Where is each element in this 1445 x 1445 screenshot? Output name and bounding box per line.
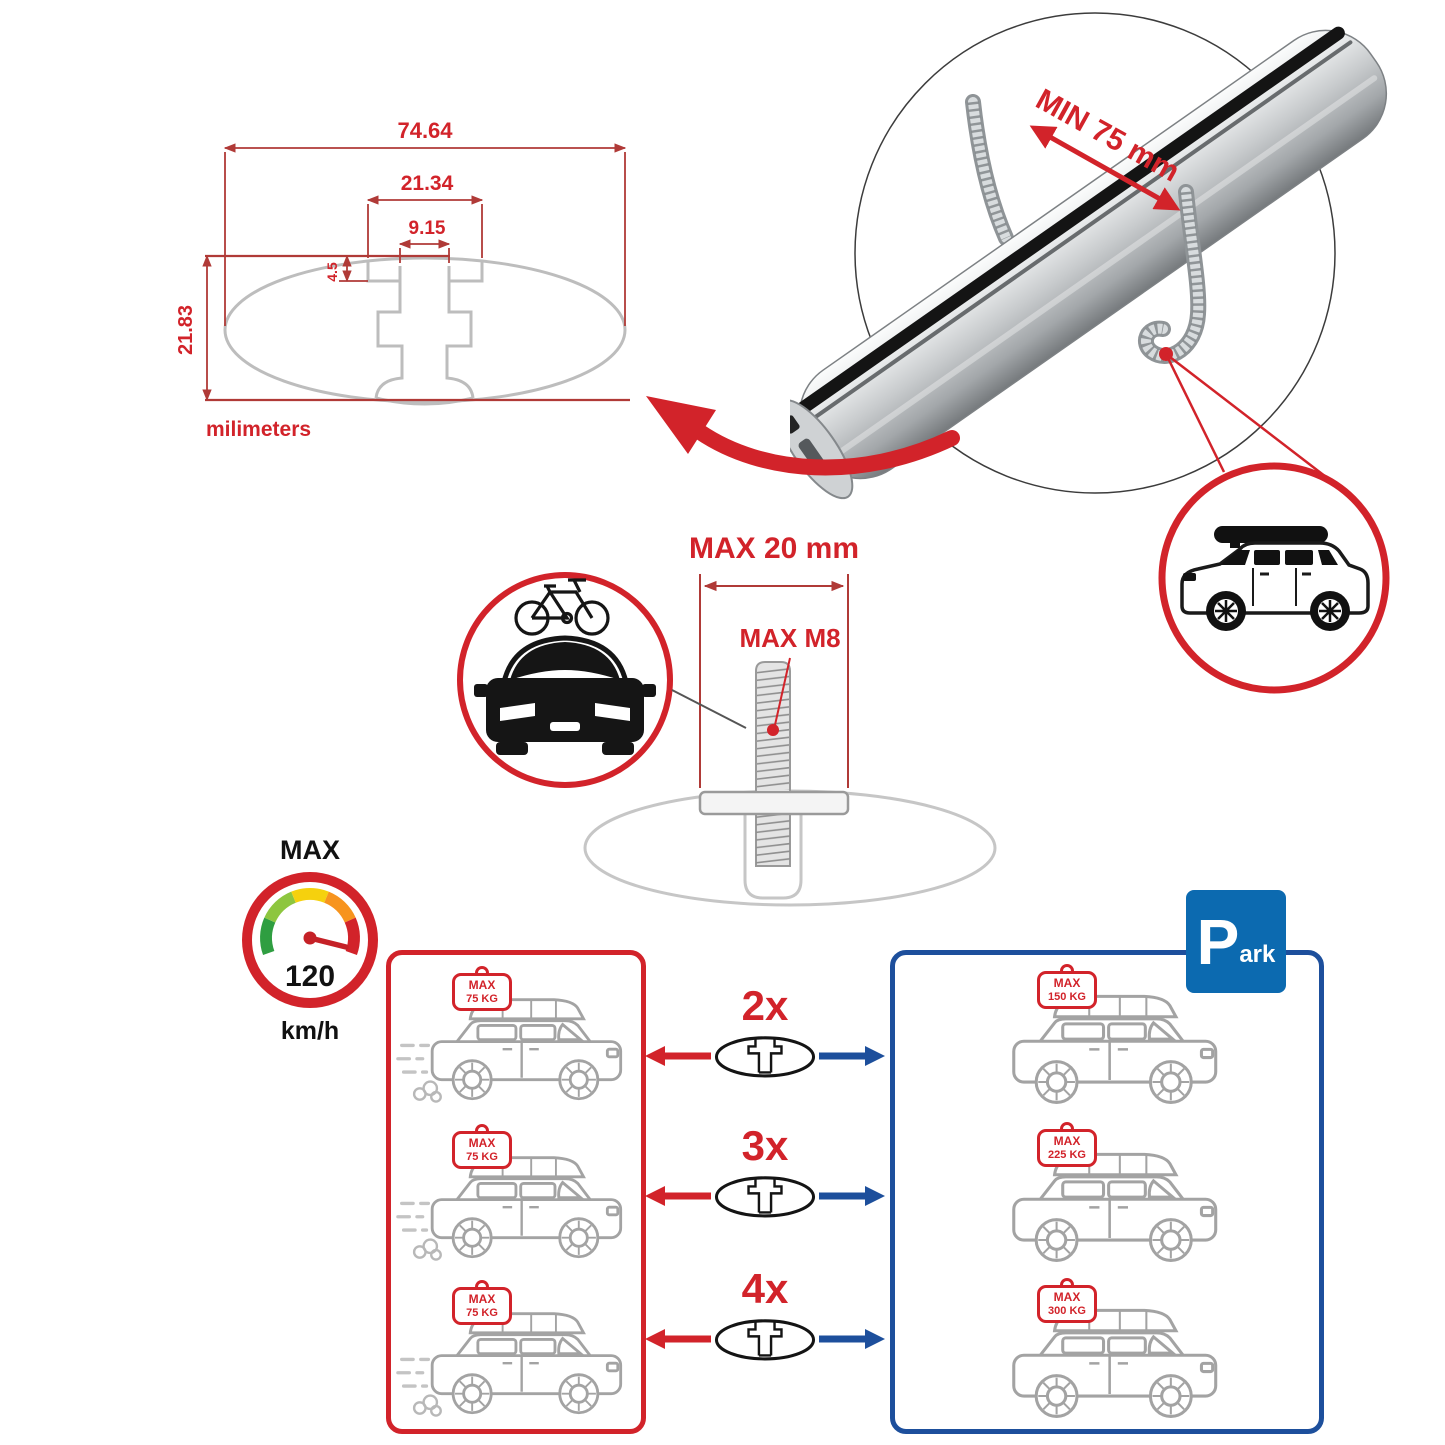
tag-hook-icon [1060, 964, 1074, 973]
multiplier-row-1: 2x [645, 985, 885, 1079]
tag-weight-label: 75 KG [466, 992, 498, 1005]
dim-units-label: milimeters [206, 418, 311, 441]
bar-profile-icon [713, 1173, 817, 1219]
left-arrow-icon [645, 1329, 711, 1349]
dim-slot-depth: 4.5 [324, 262, 340, 282]
tag-weight-label: 150 KG [1048, 990, 1086, 1003]
driving-car-2: MAX 75 KG [396, 1124, 644, 1274]
multiplier-row-3: 4x [645, 1268, 885, 1362]
tag-max-label: MAX [1053, 1134, 1081, 1148]
tag-hook-icon [475, 1124, 489, 1133]
dim-channel-width: 21.34 [401, 172, 454, 195]
car-front-with-bike-icon [474, 578, 656, 755]
parking-car-2: MAX 225 KG [975, 1120, 1245, 1275]
right-arrow-icon [819, 1329, 885, 1349]
crossbar-profile-outline [223, 256, 627, 406]
right-arrow-icon [819, 1046, 885, 1066]
suv-with-roofbox-icon [1180, 526, 1370, 631]
bicycle-icon [514, 578, 610, 636]
tag-weight-label: 75 KG [466, 1306, 498, 1319]
parking-car-3: MAX 300 KG [975, 1276, 1245, 1431]
multiplier-label: 4x [741, 1265, 789, 1312]
tag-weight-label: 75 KG [466, 1150, 498, 1163]
load-tag: MAX 75 KG [452, 1124, 512, 1170]
speedometer-icon: 120 [242, 872, 378, 1008]
dim-total-height: 21.83 [175, 305, 197, 355]
suv-side-icon [396, 1306, 634, 1430]
left-arrow-icon [645, 1186, 711, 1206]
speed-max-title: MAX [280, 835, 340, 865]
speed-value: 120 [285, 960, 335, 993]
tag-max-label: MAX [1053, 1290, 1081, 1304]
bar-profile-icon [713, 1033, 817, 1079]
dim-total-width: 74.64 [397, 118, 453, 143]
profile-dimension-drawing: 74.64 21.34 9.15 4.5 21.83 milimeters [175, 118, 630, 441]
bolt-diagram [457, 572, 997, 907]
bolt-max-length-label: MAX 20 mm [688, 532, 860, 565]
gauge-arc [260, 888, 360, 956]
tag-hook-icon [475, 1280, 489, 1289]
clamp-hook-front-icon [1138, 184, 1207, 364]
tag-hook-icon [1060, 1278, 1074, 1287]
bolt-dimension-lines [699, 574, 849, 788]
multiplier-label: 2x [741, 982, 789, 1029]
bolt-detail-section: MAX 20 mm MAX M8 [440, 530, 1010, 930]
dimension-lines [202, 143, 630, 402]
tag-max-label: MAX [1053, 976, 1081, 990]
roofbox-car-callout [1158, 462, 1390, 694]
thread-callout-dot [767, 724, 779, 736]
tag-weight-label: 300 KG [1048, 1304, 1086, 1317]
tag-hook-icon [475, 966, 489, 975]
suv-side-icon [396, 1150, 634, 1274]
zoom-circle [854, 12, 1336, 494]
suv-side-icon [975, 988, 1230, 1121]
left-arrow-icon [645, 1046, 711, 1066]
park-sign-letter: P [1196, 905, 1240, 978]
load-tag: MAX 150 KG [1037, 964, 1097, 1010]
multiplier-row-2: 3x [645, 1125, 885, 1219]
headlights [500, 703, 630, 731]
right-arrow-icon [819, 1186, 885, 1206]
load-tag: MAX 75 KG [452, 966, 512, 1012]
multiplier-label: 3x [741, 1122, 789, 1169]
thread-leader-line [774, 657, 791, 726]
suv-side-icon [396, 992, 634, 1116]
bar-profile-icon [713, 1316, 817, 1362]
aluminum-crossbar [790, 26, 1388, 500]
t-bolt-icon [698, 661, 850, 867]
clamp-hook-rear-icon [965, 94, 1014, 246]
gauge-pivot [303, 931, 317, 945]
tag-weight-label: 225 KG [1048, 1148, 1086, 1161]
bolt-max-thread-label: MAX M8 [739, 623, 841, 653]
tag-max-label: MAX [468, 978, 496, 992]
park-sign-suffix: ark [1239, 940, 1276, 968]
circle-leader-line [671, 689, 747, 729]
driving-car-1: MAX 75 KG [396, 966, 644, 1116]
dim-slot-width: 9.15 [409, 218, 446, 239]
crossbar-zoom-view: MIN 75 mm [790, 12, 1388, 500]
tag-max-label: MAX [468, 1292, 496, 1306]
parking-load-panel [890, 950, 1324, 1434]
suv-side-icon [975, 1146, 1230, 1279]
load-tag: MAX 300 KG [1037, 1278, 1097, 1324]
load-tag: MAX 75 KG [452, 1280, 512, 1326]
parking-car-1: MAX 150 KG [975, 962, 1245, 1117]
suv-side-icon [975, 1302, 1230, 1435]
driving-car-3: MAX 75 KG [396, 1280, 644, 1430]
load-tag: MAX 225 KG [1037, 1122, 1097, 1168]
tag-hook-icon [1060, 1122, 1074, 1131]
callout-dot [1159, 347, 1173, 361]
min-clamp-arrow [1029, 125, 1181, 211]
speed-unit-label: km/h [280, 1017, 340, 1045]
tag-max-label: MAX [468, 1136, 496, 1150]
